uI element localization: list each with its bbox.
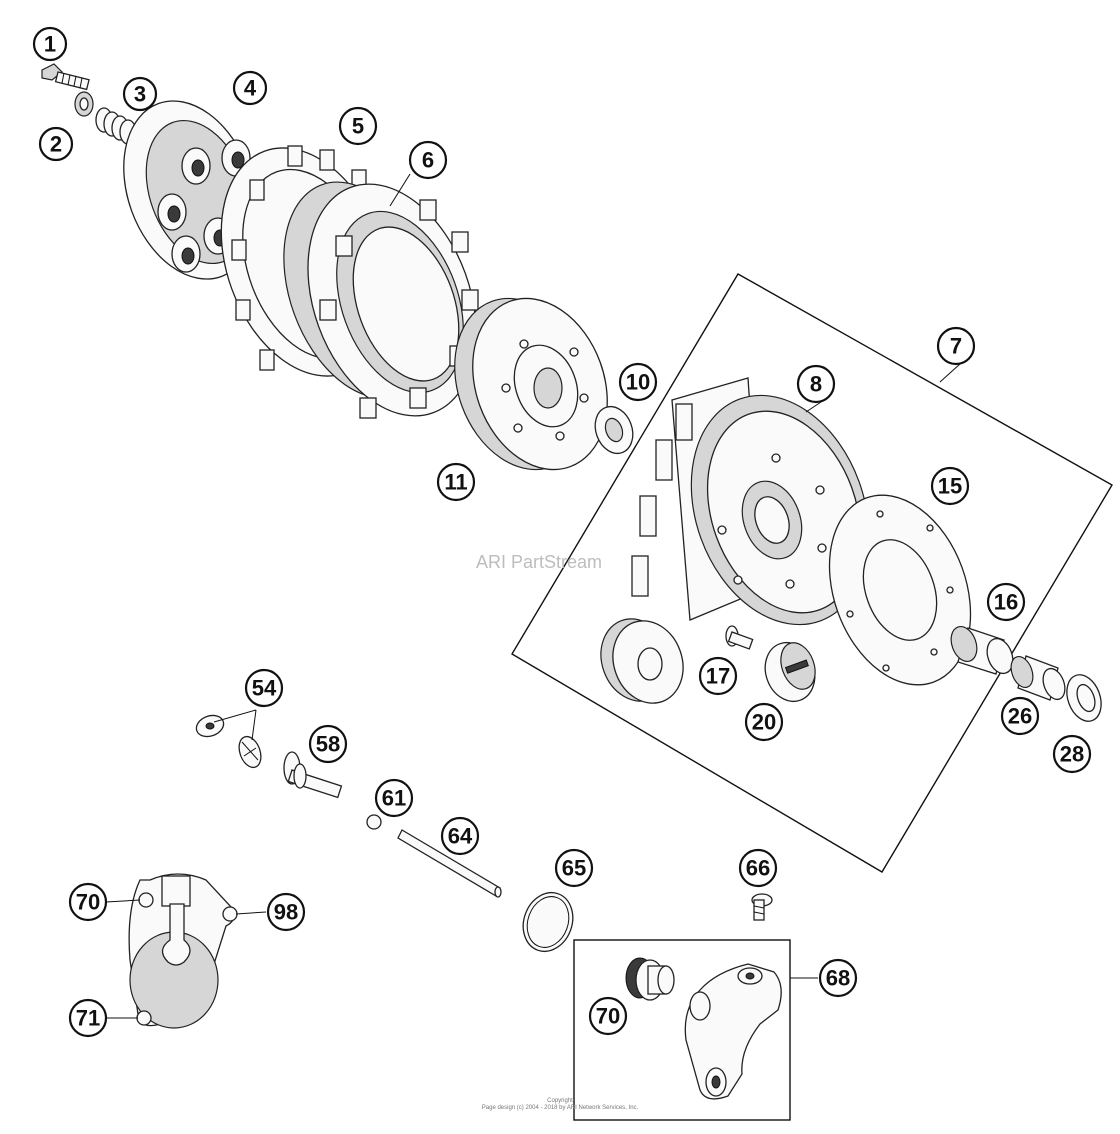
- callout-10: 6: [408, 140, 448, 180]
- callout-15: 26: [1000, 696, 1040, 736]
- footer-credit: Page design (c) 2004 - 2018 by ARI Netwo…: [481, 1105, 639, 1111]
- svg-text:8: 8: [810, 372, 822, 397]
- watermark: ARI PartStream: [476, 552, 603, 572]
- callout-20: 28: [1052, 734, 1092, 774]
- part-push-rod-58: [397, 829, 502, 898]
- svg-text:26: 26: [1008, 704, 1032, 729]
- svg-text:54: 54: [252, 676, 277, 701]
- part-housing-61: [684, 963, 782, 1100]
- callout-6: 2: [38, 126, 74, 162]
- callout-4: 8: [796, 364, 836, 404]
- callout-65: 65: [554, 848, 594, 888]
- part-bushing-15: [1010, 655, 1066, 701]
- svg-text:6: 6: [422, 148, 434, 173]
- part-o-ring-65: [522, 891, 574, 953]
- callout-58: 64: [440, 816, 480, 856]
- svg-text:3: 3: [134, 82, 146, 107]
- part-cap-26: [764, 641, 816, 703]
- callout-11: 5: [338, 106, 378, 146]
- svg-text:1: 1: [44, 32, 56, 57]
- callout-1: 7: [936, 326, 976, 366]
- svg-text:70: 70: [596, 1004, 620, 1029]
- svg-text:98: 98: [274, 900, 298, 925]
- part-bolt-7: [41, 63, 90, 91]
- callout-5: 3: [122, 76, 158, 112]
- svg-text:70: 70: [76, 890, 100, 915]
- svg-text:64: 64: [448, 824, 473, 849]
- callout-71: 98: [266, 892, 306, 932]
- svg-text:20: 20: [752, 710, 776, 735]
- part-shaft-54: [283, 751, 343, 799]
- callout-70-top: 70: [68, 882, 108, 922]
- svg-text:58: 58: [316, 732, 340, 757]
- svg-text:5: 5: [352, 114, 364, 139]
- svg-text:4: 4: [244, 76, 257, 101]
- callout-70-bottom: 71: [68, 998, 108, 1038]
- callout-54: 58: [308, 724, 348, 764]
- svg-text:71: 71: [76, 1006, 100, 1031]
- part-piston-66: [625, 957, 675, 1001]
- svg-text:10: 10: [626, 370, 650, 395]
- svg-text:61: 61: [382, 786, 406, 811]
- callout-2: 11: [436, 462, 476, 502]
- svg-text:68: 68: [826, 966, 850, 991]
- assembly-61-frame: [573, 939, 791, 1121]
- callout-66: 70: [588, 996, 628, 1036]
- assembly-1-frame: [511, 273, 1113, 873]
- part-washer-20: [1066, 674, 1102, 722]
- svg-text:11: 11: [444, 470, 467, 495]
- callout-28: 15: [930, 466, 970, 506]
- part-spring-5: [95, 107, 137, 145]
- callout-68: 61: [374, 778, 414, 818]
- part-washer-6: [74, 91, 94, 117]
- part-pin-8: [725, 625, 754, 650]
- callout-17: 10: [618, 362, 658, 402]
- svg-text:66: 66: [746, 856, 770, 881]
- part-screw-64: [751, 893, 773, 921]
- svg-text:65: 65: [562, 856, 586, 881]
- part-cover-70-71: [128, 873, 238, 1029]
- svg-text:16: 16: [994, 590, 1018, 615]
- svg-text:15: 15: [938, 474, 962, 499]
- svg-text:17: 17: [706, 664, 730, 689]
- part-ball-68: [366, 814, 382, 830]
- callout-64: 66: [738, 848, 778, 888]
- callout-7: 1: [32, 26, 68, 62]
- callout-61: 68: [818, 958, 858, 998]
- footer-copyright: Copyright: [547, 1098, 573, 1104]
- callout-26: 20: [744, 702, 784, 742]
- svg-text:28: 28: [1060, 742, 1084, 767]
- part-clutch-basket-4: [631, 377, 870, 626]
- part-pinion-gear: [600, 618, 684, 704]
- callout-3: 4: [232, 70, 268, 106]
- part-inner-hub-2: [454, 297, 608, 471]
- callout-16: 16: [986, 582, 1026, 622]
- part-bushing-16: [950, 625, 1014, 675]
- part-damper-disc-28: [828, 494, 972, 686]
- svg-text:7: 7: [950, 334, 962, 359]
- svg-text:2: 2: [50, 132, 62, 157]
- callout-8: 17: [698, 656, 738, 696]
- part-washer-17: [594, 405, 634, 455]
- callout-98: 54: [244, 668, 284, 708]
